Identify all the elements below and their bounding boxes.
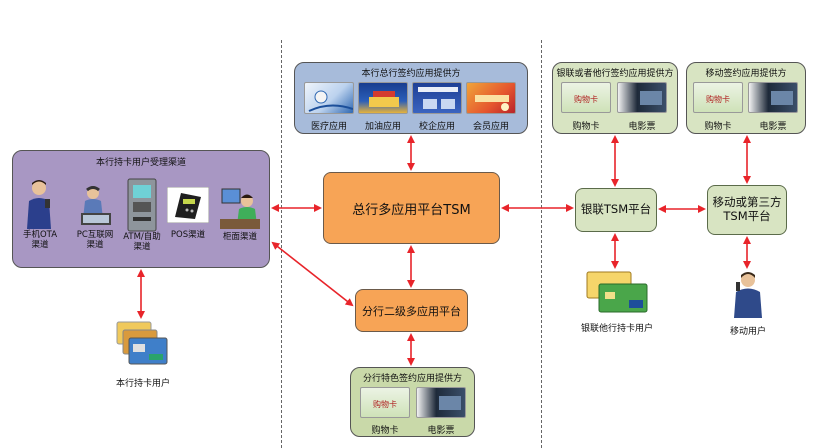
fuel-card-image	[358, 82, 408, 114]
pc-channel-label: PC互联网 渠道	[76, 230, 114, 250]
mobile-shopping-card-image: 购物卡	[693, 82, 743, 113]
unionpay-cards-icon	[585, 270, 651, 316]
unionpay-tsm-node: 银联TSM平台	[575, 188, 657, 232]
branch-movie-ticket-image	[416, 387, 466, 418]
mobile-movie-ticket-image	[748, 82, 798, 113]
channels-title: 本行持卡用户受理渠道	[95, 158, 186, 168]
mobile-providers-title: 移动签约应用提供方	[705, 69, 787, 79]
member-app-label: 会员应用	[472, 122, 509, 132]
separator-right	[541, 40, 542, 448]
atm-channel-label: ATM/自助 渠道	[123, 232, 161, 252]
mobile-tsm-node: 移动或第三方 TSM平台	[707, 185, 787, 235]
medical-card-image	[304, 82, 354, 114]
unionpay-user-label: 银联他行持卡用户	[580, 324, 653, 334]
medical-app-label: 医疗应用	[310, 122, 347, 132]
member-card-image	[466, 82, 516, 114]
mobile-shopping-label: 购物卡	[704, 122, 732, 132]
mobile-providers-group: 移动签约应用提供方 购物卡 购物卡 电影票	[686, 62, 806, 134]
campus-app-label: 校企应用	[418, 122, 455, 132]
person-phone-icon	[25, 179, 55, 229]
counter-channel-label: 柜面渠道	[222, 232, 257, 242]
fuel-app-label: 加油应用	[364, 122, 401, 132]
counter-clerk-icon	[220, 185, 260, 229]
unionpay-shopping-label: 购物卡	[572, 122, 600, 132]
unionpay-movie-ticket-image	[617, 82, 667, 113]
branch-shopping-card-image: 购物卡	[360, 387, 410, 418]
hq-providers-title: 本行总行签约应用提供方	[361, 69, 461, 79]
unionpay-providers-title: 银联或者他行签约应用提供方	[556, 69, 674, 79]
hq-providers-group: 本行总行签约应用提供方 医疗应用 加油应用 校企应用 会员应用	[294, 62, 528, 134]
campus-card-image	[412, 82, 462, 114]
bank-cards-icon	[115, 320, 171, 368]
hq-tsm-node: 总行多应用平台TSM	[323, 172, 500, 244]
atm-machine-icon	[125, 177, 159, 233]
branch-providers-title: 分行特色签约应用提供方	[362, 374, 462, 384]
arrow-channels-to-branch-tsm	[271, 241, 354, 307]
unionpay-movie-label: 电影票	[628, 122, 656, 132]
unionpay-shopping-card-image: 购物卡	[561, 82, 611, 113]
mobile-user-label: 移动用户	[729, 327, 766, 337]
mobile-movie-label: 电影票	[759, 122, 787, 132]
unionpay-providers-group: 银联或者他行签约应用提供方 购物卡 购物卡 电影票	[552, 62, 678, 134]
branch-tsm-node: 分行二级多应用平台	[355, 289, 468, 332]
mobile-user-person-icon	[730, 270, 766, 318]
bank-user-label: 本行持卡用户	[115, 379, 170, 389]
person-computer-icon	[77, 185, 115, 227]
branch-shopping-label: 购物卡	[371, 426, 399, 436]
branch-movie-label: 电影票	[427, 426, 455, 436]
channels-group: 本行持卡用户受理渠道	[12, 150, 270, 268]
ota-channel-label: 手机OTA 渠道	[22, 230, 58, 250]
pos-terminal-icon	[166, 186, 210, 224]
branch-providers-group: 分行特色签约应用提供方 购物卡 购物卡 电影票	[350, 367, 475, 437]
pos-channel-label: POS渠道	[170, 230, 206, 240]
